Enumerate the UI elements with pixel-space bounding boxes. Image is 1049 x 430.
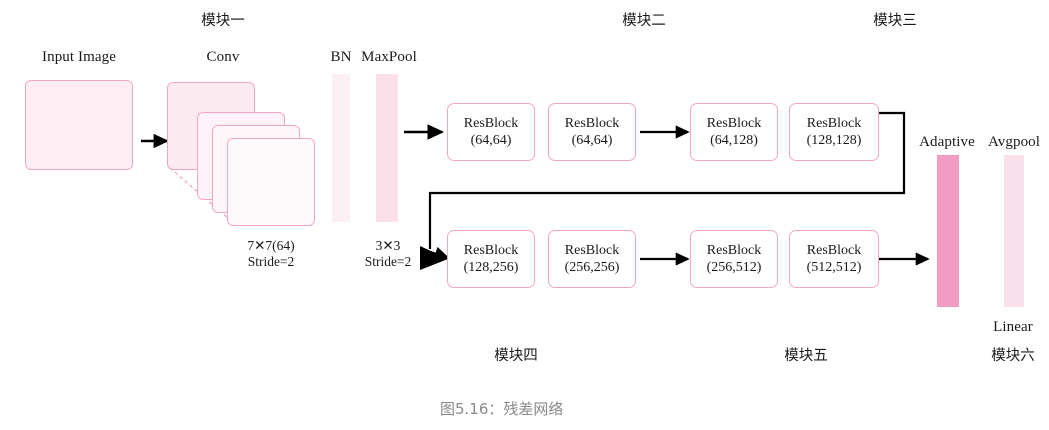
conv-layer-sheet-1 (227, 138, 315, 226)
maxpool-block (376, 74, 398, 222)
resblock-name: ResBlock (806, 116, 862, 131)
resblock-top-4[interactable]: ResBlock (128,128) (789, 103, 879, 161)
resblock-name: ResBlock (564, 243, 620, 258)
resblock-top-3[interactable]: ResBlock (64,128) (690, 103, 778, 161)
resblock-top-2[interactable]: ResBlock (64,64) (548, 103, 636, 161)
module-1-label: 模块一 (201, 13, 245, 29)
maxpool-kernel-line: 3✕3 (375, 238, 401, 253)
module-2-label: 模块二 (622, 13, 666, 29)
resblock-dims: (64,64) (470, 133, 512, 148)
resblock-dims: (128,128) (806, 133, 862, 148)
resblock-dims: (512,512) (806, 260, 862, 275)
module-4-label: 模块四 (494, 348, 538, 364)
resblock-name: ResBlock (806, 243, 862, 258)
module-6-label: 模块六 (991, 348, 1035, 364)
adaptive-label: Adaptive (919, 134, 975, 150)
maxpool-kernel-note: 3✕3 Stride=2 (365, 238, 412, 270)
input-image-block (25, 80, 133, 170)
bn-block (332, 74, 350, 222)
wraparound-connector (428, 111, 906, 249)
conv-kernel-note: 7✕7(64) Stride=2 (247, 238, 294, 270)
input-image-label: Input Image (42, 49, 116, 65)
resblock-dims: (128,256) (463, 260, 519, 275)
maxpool-label: MaxPool (361, 49, 417, 65)
bn-label: BN (330, 49, 352, 65)
resblock-dims: (256,256) (564, 260, 620, 275)
conv-kernel-line: 7✕7(64) (247, 238, 295, 253)
resblock-name: ResBlock (463, 116, 519, 131)
resblock-dims: (256,512) (706, 260, 762, 275)
resblock-name: ResBlock (706, 243, 762, 258)
resblock-bottom-4[interactable]: ResBlock (512,512) (789, 230, 879, 288)
conv-label: Conv (206, 49, 240, 65)
resblock-bottom-3[interactable]: ResBlock (256,512) (690, 230, 778, 288)
resblock-name: ResBlock (706, 116, 762, 131)
resblock-name: ResBlock (564, 116, 620, 131)
module-5-label: 模块五 (784, 348, 828, 364)
module-3-label: 模块三 (873, 13, 917, 29)
linear-block (1004, 155, 1024, 307)
figure-caption: 图5.16：残差网络 (440, 400, 564, 418)
resblock-bottom-1[interactable]: ResBlock (128,256) (447, 230, 535, 288)
maxpool-stride-line: Stride=2 (364, 254, 412, 269)
resblock-name: ResBlock (463, 243, 519, 258)
resblock-dims: (64,64) (571, 133, 613, 148)
resblock-top-1[interactable]: ResBlock (64,64) (447, 103, 535, 161)
avgpool-label: Avgpool (987, 134, 1041, 150)
arrow-wraparound-head-shape (420, 246, 448, 270)
adaptive-avgpool-block (937, 155, 959, 307)
resblock-dims: (64,128) (710, 133, 758, 148)
linear-label: Linear (993, 319, 1033, 335)
resblock-bottom-2[interactable]: ResBlock (256,256) (548, 230, 636, 288)
conv-stride-line: Stride=2 (247, 254, 295, 269)
